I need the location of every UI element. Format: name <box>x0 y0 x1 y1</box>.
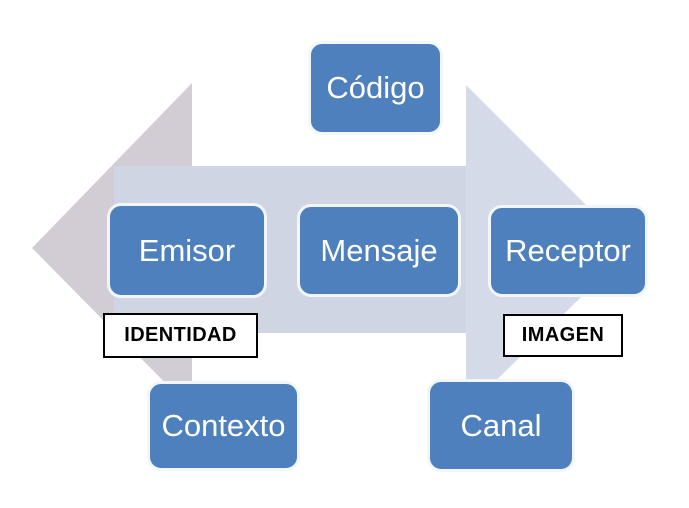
label-identidad: IDENTIDAD <box>103 313 258 358</box>
node-mensaje: Mensaje <box>297 204 461 297</box>
node-emisor: Emisor <box>107 203 267 298</box>
node-codigo: Código <box>308 41 443 135</box>
node-receptor: Receptor <box>488 205 648 297</box>
label-imagen: IMAGEN <box>503 314 623 357</box>
node-contexto: Contexto <box>147 381 300 471</box>
node-canal: Canal <box>427 379 575 472</box>
